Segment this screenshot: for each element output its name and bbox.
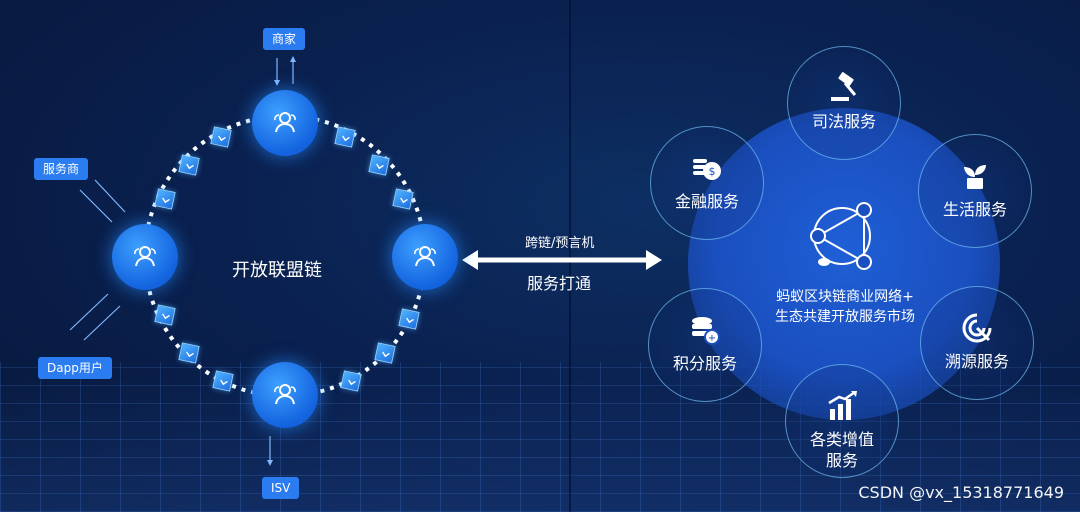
- life-service-label: 生活服务: [942, 200, 1007, 219]
- isv-tag: ISV: [262, 477, 300, 499]
- block-cube-icon: [398, 308, 420, 330]
- judicial-service-label: 司法服务: [811, 112, 876, 131]
- judicial-service-circle: 司法服务: [787, 46, 901, 160]
- points-service-circle: + 积分服务: [648, 288, 762, 402]
- gavel-icon: [831, 72, 857, 101]
- plant-icon: [964, 165, 986, 189]
- network-line-1: 蚂蚁区块链商业网络+: [776, 289, 914, 305]
- finance-service-label: 金融服务: [674, 192, 739, 211]
- value-added-line-1: 各类增值: [809, 430, 874, 449]
- provider-arrow-out: [94, 179, 126, 213]
- block-cube-icon: [210, 126, 232, 148]
- service-provider-tag: 服务商: [34, 158, 89, 180]
- database-coin-icon: +: [692, 317, 720, 345]
- dapp-user-tag: Dapp用户: [38, 357, 112, 379]
- svg-text:$: $: [709, 165, 716, 178]
- points-service-label: 积分服务: [672, 354, 737, 373]
- user-group-icon: [274, 112, 296, 133]
- value-added-service-label: 各类增值 服务: [786, 429, 898, 471]
- dapp-arrow-out: [83, 305, 121, 341]
- panel-divider: [569, 0, 571, 512]
- chain-node-bottom: [252, 362, 318, 428]
- trace-target-icon: [962, 313, 992, 343]
- block-cube-icon: [154, 304, 176, 326]
- watermark-text: CSDN @vx_15318771649: [858, 483, 1064, 502]
- chain-title: 开放联盟链: [232, 260, 322, 281]
- blockchain-network-icon: [810, 202, 872, 270]
- block-cube-icon: [368, 154, 390, 176]
- network-description: 蚂蚁区块链商业网络+ 生态共建开放服务市场: [760, 287, 930, 327]
- user-group-icon: [274, 384, 296, 405]
- block-cube-icon: [178, 154, 200, 176]
- traceability-service-label: 溯源服务: [944, 352, 1009, 371]
- user-group-icon: [414, 246, 436, 267]
- service-connect-label: 服务打通: [527, 274, 592, 293]
- dapp-arrow-in: [69, 293, 109, 331]
- user-group-icon: [134, 246, 156, 267]
- chain-node-left: [112, 224, 178, 290]
- block-cube-icon: [154, 188, 176, 210]
- block-cube-icon: [340, 370, 362, 392]
- svg-text:+: +: [708, 333, 716, 344]
- block-cube-icon: [392, 188, 414, 210]
- bar-chart-up-icon: [828, 390, 857, 420]
- block-cube-icon: [374, 342, 396, 364]
- finance-service-circle: $ 金融服务: [650, 126, 764, 240]
- block-cube-icon: [212, 370, 234, 392]
- traceability-service-circle: 溯源服务: [920, 286, 1034, 400]
- value-added-line-2: 服务: [825, 451, 858, 470]
- block-cube-icon: [334, 126, 356, 148]
- chain-node-top: [252, 90, 318, 156]
- merchant-tag: 商家: [263, 28, 306, 50]
- life-service-circle: 生活服务: [918, 134, 1032, 248]
- cross-chain-label: 跨链/预言机: [525, 236, 595, 251]
- block-cube-icon: [178, 342, 200, 364]
- network-line-2: 生态共建开放服务市场: [775, 309, 915, 325]
- value-added-service-circle: 各类增值 服务: [785, 364, 899, 478]
- coins-icon: $: [693, 159, 721, 180]
- chain-node-right: [392, 224, 458, 290]
- provider-arrow-in: [79, 189, 113, 223]
